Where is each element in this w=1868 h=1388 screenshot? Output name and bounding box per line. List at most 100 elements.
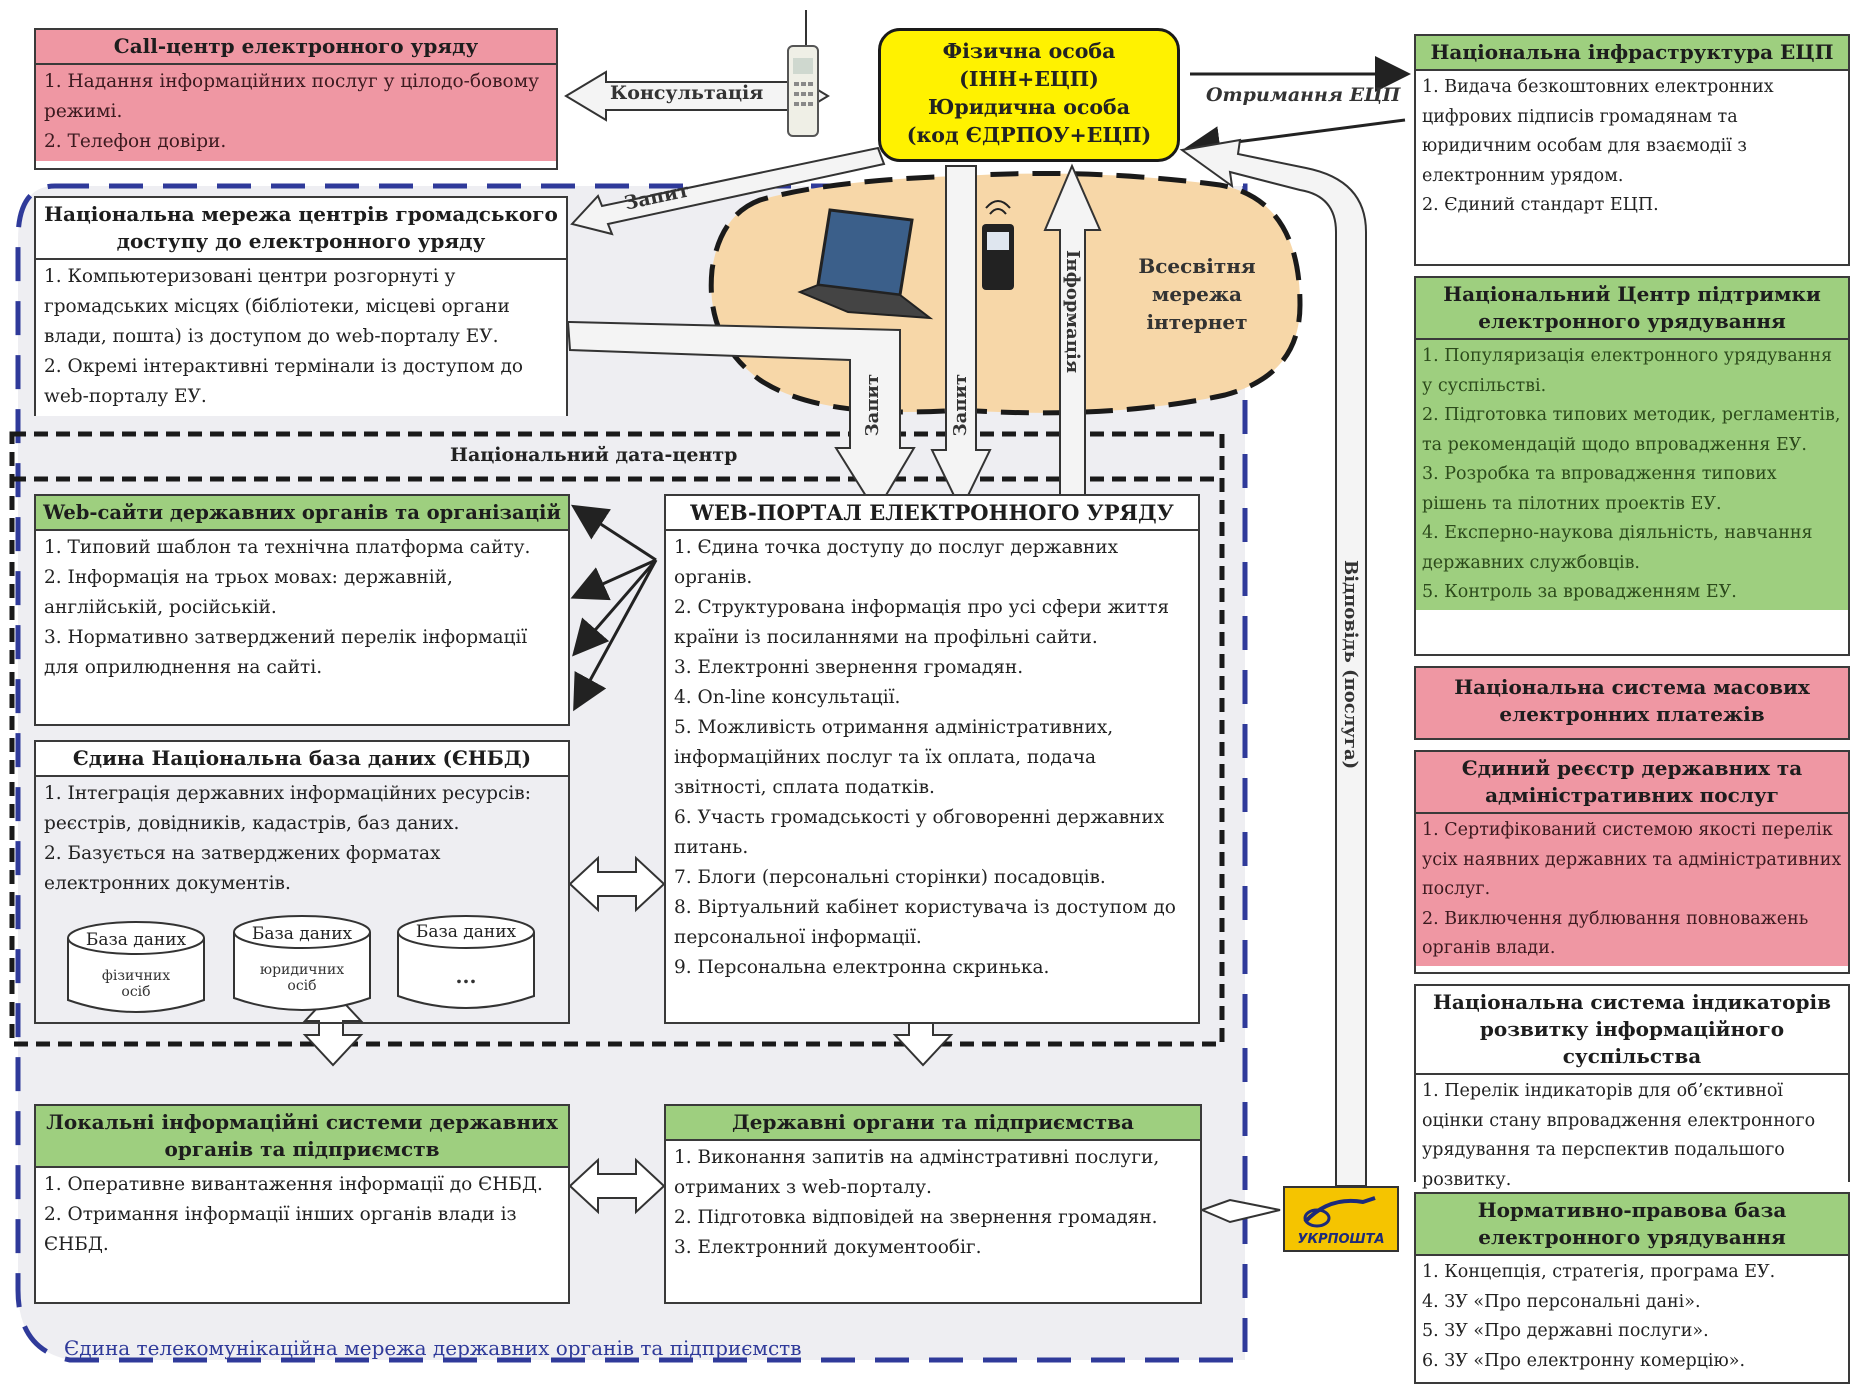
access-centers-title: Національна мережа центрів громадського … [36,198,566,260]
phone-handset-icon [787,10,819,137]
request-arrow-left [570,146,886,236]
answer-label: Відповідь (послуга) [1340,560,1361,770]
database-title: Єдина Національна база даних (ЄНБД) [36,742,568,777]
websites-body: 1. Типовий шаблон та технічна платформа … [36,531,568,687]
request-arrow-vertical [930,165,992,513]
legal-item: 6. ЗУ «Про електронну комерцію». [1422,1350,1746,1371]
consultation-arrow [564,70,830,122]
call-center-box: Call-центр електронного уряду 1. Надання… [34,28,558,170]
request-label-1: Запит [862,374,883,437]
database-box: Єдина Національна база даних (ЄНБД) 1. І… [34,740,570,1024]
request-label-2: Запит [950,374,971,437]
db-sub: ... [455,964,477,988]
receive-edp-label: Отримання ЕЦП [1206,84,1401,106]
support-title: Національний Центр підтримки електронног… [1416,278,1848,340]
ukrposhta-logo: УКРПОШТА [1283,1186,1399,1252]
data-center-title: Національний дата-центр [450,444,738,466]
legal-item: 5. ЗУ «Про державні послуги». [1422,1321,1709,1341]
infra-body: 1. Видача безкоштовних електронних цифро… [1416,71,1848,223]
registry-item: 1. Сертифікований системою якості перелі… [1422,820,1842,899]
database-body: 1. Інтеграція державних інформаційних ре… [36,777,568,903]
local-systems-item: 1. Оперативне вивантаження інформації до… [44,1174,543,1195]
information-arrow-vertical [1043,163,1102,511]
websites-item: 1. Типовий шаблон та технічна платформа … [44,537,531,558]
gov-bodies-item: 2. Підготовка відповідей на звернення гр… [674,1207,1158,1228]
person-line: Юридична особа [927,95,1130,119]
registry-title: Єдиний реєстр державних та адміністратив… [1416,752,1848,814]
websites-item: 2. Інформація на трьох мовах: державній,… [44,567,453,618]
access-centers-item: 1. Компьютеризовані центри розгорнуті у … [44,266,510,347]
legal-body: 1. Концепція, стратегія, програма ЕУ. 4.… [1416,1256,1848,1378]
local-systems-body: 1. Оперативне вивантаження інформації до… [36,1168,568,1264]
post-horn-icon [1303,1196,1376,1228]
infra-item: 1. Видача безкоштовних електронних цифро… [1422,77,1774,186]
infra-title: Національна інфраструктура ЕЦП [1416,36,1848,71]
ukrposhta-label: УКРПОШТА [1297,1232,1385,1247]
person-line: (ІНН+ЕЦП) [959,67,1099,91]
db-label: База даних [415,922,517,942]
person-line: Фізична особа [942,39,1116,63]
websites-item: 3. Нормативно затверджений перелік інфор… [44,627,528,678]
local-systems-box: Локальні інформаційні системи державних … [34,1104,570,1304]
payments-title: Національна система масових електронних … [1416,668,1848,731]
support-box: Національний Центр підтримки електронног… [1414,276,1850,656]
local-systems-item: 2. Отримання інформації інших органів вл… [44,1204,517,1255]
infra-box: Національна інфраструктура ЕЦП 1. Видача… [1414,34,1850,266]
gov-bodies-body: 1. Виконання запитів на адмінстративні п… [666,1141,1200,1267]
support-item: 3. Розробка та впровадження типових ріше… [1422,464,1777,514]
support-item: 1. Популяризація електронного урядування… [1422,346,1833,396]
portal-item: 4. On-line консультації. [674,687,901,708]
db-cylinder-3 [397,915,535,1009]
db-label: База даних [251,924,353,944]
legal-item: 4. ЗУ «Про персональні дані». [1422,1291,1701,1312]
portal-box: WEB-ПОРТАЛ ЕЛЕКТРОННОГО УРЯДУ 1. Єдина т… [664,494,1200,1024]
access-centers-item: 2. Окремі інтерактивні термінали із дост… [44,356,524,407]
websites-box: Web-сайти державних органів та організац… [34,494,570,726]
person-line: (код ЄДРПОУ+ЕЦП) [906,123,1152,147]
websites-title: Web-сайти державних органів та організац… [36,496,568,531]
db-label: База даних [85,930,187,950]
portal-item: 8. Віртуальний кабінет користувача із до… [674,897,1176,948]
call-center-body: 1. Надання інформаційних послуг у цілодо… [36,65,556,161]
db-sub: юридичних осіб [259,962,345,994]
call-center-item: 1. Надання інформаційних послуг у цілодо… [44,71,539,122]
mobile-phone-icon [982,200,1014,290]
portal-title: WEB-ПОРТАЛ ЕЛЕКТРОННОГО УРЯДУ [666,496,1198,531]
indicators-box: Національна система індикаторів розвитку… [1414,984,1850,1197]
laptop-icon [797,208,934,320]
registry-box: Єдиний реєстр державних та адміністратив… [1414,750,1850,974]
support-body: 1. Популяризація електронного урядування… [1416,340,1848,610]
portal-item: 5. Можливість отримання адміністративних… [674,717,1114,798]
support-item: 5. Контроль за вровадженням ЕУ. [1422,582,1737,602]
portal-body: 1. Єдина точка доступу до послуг державн… [666,531,1198,987]
legal-item: 1. Концепція, стратегія, програма ЕУ. [1422,1262,1776,1282]
db-cylinder-2 [233,915,371,1011]
telecom-label: Єдина телекомунікаційна мережа державних… [64,1336,802,1360]
portal-item: 2. Структурована інформація про усі сфер… [674,597,1170,648]
db-1: База даних фізичних осіб [68,930,204,1020]
database-item: 2. Базується на затверджених форматах ел… [44,843,441,894]
infra-item: 2. Єдиний стандарт ЕЦП. [1422,195,1659,215]
registry-body: 1. Сертифікований системою якості перелі… [1416,814,1848,966]
payments-box: Національна система масових електронних … [1414,666,1850,740]
legal-title: Нормативно-правова база електронного уря… [1416,1194,1848,1256]
local-systems-title: Локальні інформаційні системи державних … [36,1106,568,1168]
gov-post-arrow [1201,1198,1281,1224]
gov-bodies-title: Державні органи та підприємства [666,1106,1200,1141]
support-item: 4. Експерно-наукова діяльність, навчання… [1422,523,1813,573]
db-2: База даних юридичних осіб [234,924,370,1014]
call-center-title: Call-центр електронного уряду [36,30,556,65]
database-item: 1. Інтеграція державних інформаційних ре… [44,783,531,834]
portal-item: 1. Єдина точка доступу до послуг державн… [674,537,1119,588]
indicators-body: 1. Перелік індикаторів для об’єктивної о… [1416,1075,1848,1197]
registry-item: 2. Виключення дублювання повноважень орг… [1422,908,1809,959]
portal-item: 6. Участь громадськості у обговоренні де… [674,807,1165,858]
indicators-title: Національна система індикаторів розвитку… [1416,986,1848,1075]
db-3: База даних ... [398,922,534,1012]
answer-arrow [1179,138,1367,1187]
gov-bodies-item: 3. Електронний документообіг. [674,1237,982,1258]
legal-box: Нормативно-правова база електронного уря… [1414,1192,1850,1384]
portal-item: 3. Електронні звернення громадян. [674,657,1024,678]
db-cylinder-1 [67,921,205,1013]
